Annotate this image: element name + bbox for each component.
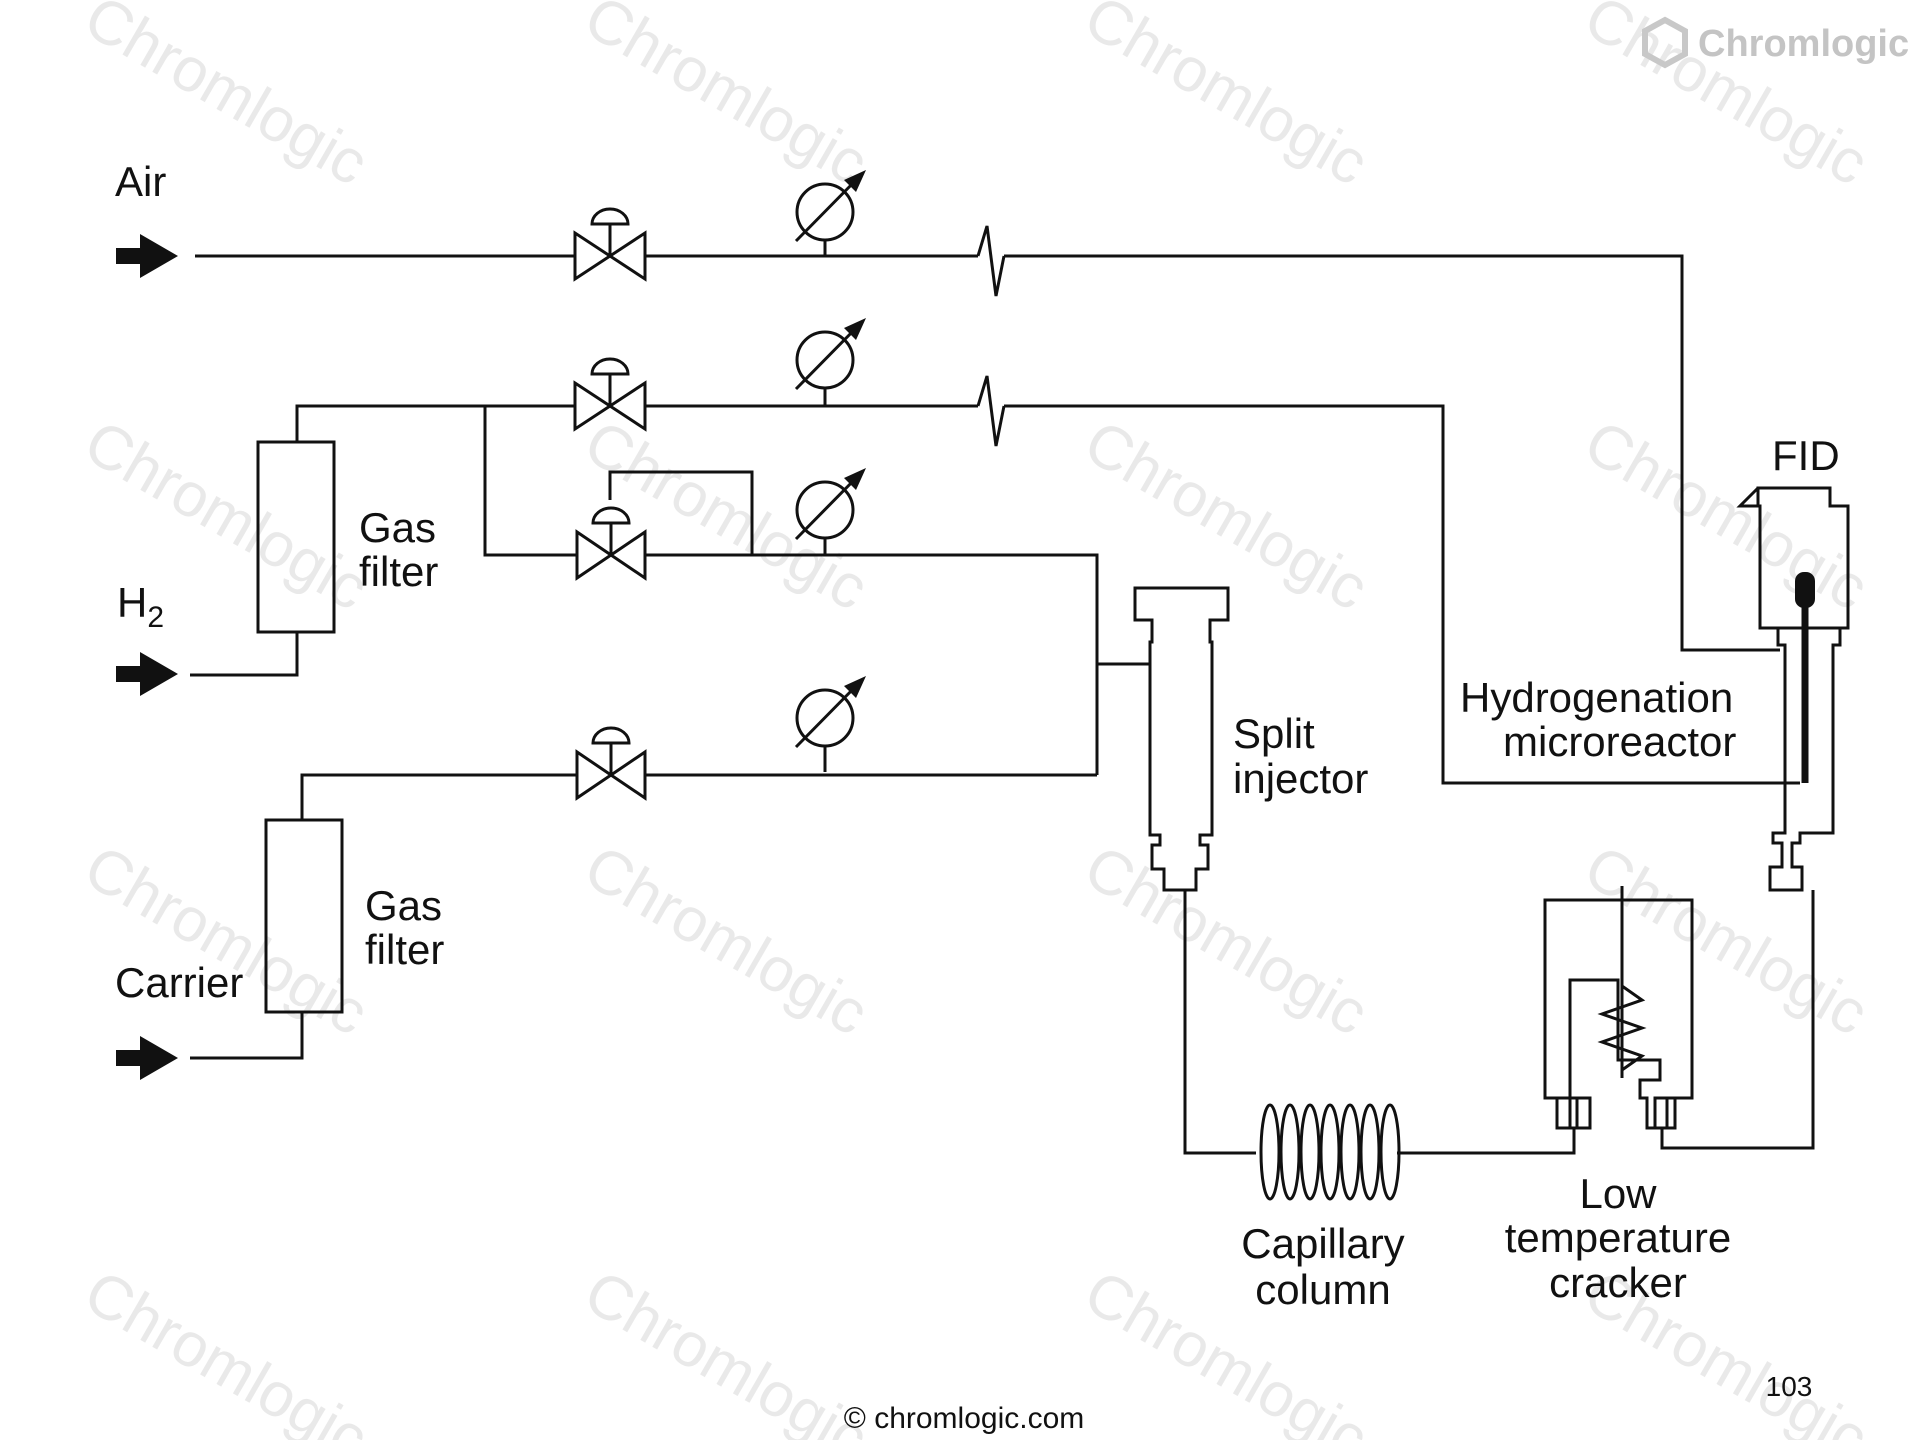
capillary-column-label-line2: column (1255, 1266, 1390, 1313)
gas-filter-lower-label-line1: Gas (365, 882, 442, 929)
cracker-label-line1: Low (1579, 1170, 1657, 1217)
needle-valve (573, 207, 647, 801)
cracker-label-line3: cracker (1549, 1259, 1687, 1306)
line-break-icon (976, 375, 1006, 447)
gas-filter-upper-label-line2: filter (359, 548, 438, 595)
gas-lines (190, 254, 1815, 1155)
h2-label-main: H (117, 579, 147, 626)
hydrogenation-label-line2: microreactor (1503, 718, 1736, 765)
heater-coil-icon (1597, 984, 1647, 1072)
split-injector (1133, 586, 1230, 892)
pressure-gauge-icon (794, 170, 866, 256)
fid-detector (1736, 486, 1850, 892)
fid-label: FID (1772, 432, 1840, 479)
line-break-icon (976, 225, 1006, 297)
watermark-text: Chromlogic (1073, 407, 1379, 624)
chromlogic-logo: Chromlogic (1642, 16, 1909, 69)
gas-filter-lower (264, 818, 344, 1014)
watermark-text: Chromlogic (573, 832, 879, 1049)
capillary-column-coil (1259, 1103, 1401, 1201)
watermark-text: Chromlogic (73, 832, 379, 1049)
needle-valve-icon (575, 726, 647, 801)
inlet-arrow-icon (116, 652, 178, 696)
inlet-arrow-icon (116, 234, 178, 278)
watermark-text: Chromlogic (1073, 0, 1379, 199)
pressure-gauge-icon (794, 468, 866, 555)
split-injector-label-line1: Split (1233, 710, 1315, 757)
h2-label-subscript: 2 (147, 601, 164, 634)
inlet-arrows (116, 234, 178, 1080)
air-label: Air (115, 158, 166, 205)
needle-valve-icon (575, 506, 647, 581)
page-number: 103 (1766, 1371, 1813, 1402)
pressure-gauge-icon (794, 318, 866, 406)
watermark-text: Chromlogic (573, 1257, 879, 1440)
gas-filter-upper-label-line1: Gas (359, 504, 436, 551)
watermark-text: Chromlogic (573, 407, 879, 624)
pressure-gauge-icon (794, 676, 866, 772)
gas-filter-upper (256, 440, 336, 634)
watermark-text: Chromlogic (1073, 832, 1379, 1049)
gas-filter-lower-label-line2: filter (365, 926, 444, 973)
hydrogenation-label-line1: Hydrogenation (1460, 674, 1733, 721)
watermark-text: Chromlogic (73, 1257, 379, 1440)
copyright-text: © chromlogic.com (844, 1402, 1085, 1435)
needle-valve-icon (573, 207, 647, 282)
needle-valve-icon (573, 357, 647, 432)
watermark-text: Chromlogic (573, 0, 879, 199)
inlet-arrow-icon (116, 1036, 178, 1080)
logo-text: Chromlogic (1698, 23, 1909, 65)
hexagon-logo-icon (1642, 16, 1688, 69)
pressure-gauges (794, 170, 866, 772)
low-temperature-cracker (1543, 886, 1694, 1130)
carrier-label: Carrier (115, 959, 243, 1006)
fid-jet (1795, 572, 1815, 608)
capillary-column-label-line1: Capillary (1241, 1220, 1404, 1267)
cracker-label-line2: temperature (1505, 1214, 1731, 1261)
split-injector-label-line2: injector (1233, 755, 1368, 802)
h2-label: H2 (117, 579, 164, 634)
